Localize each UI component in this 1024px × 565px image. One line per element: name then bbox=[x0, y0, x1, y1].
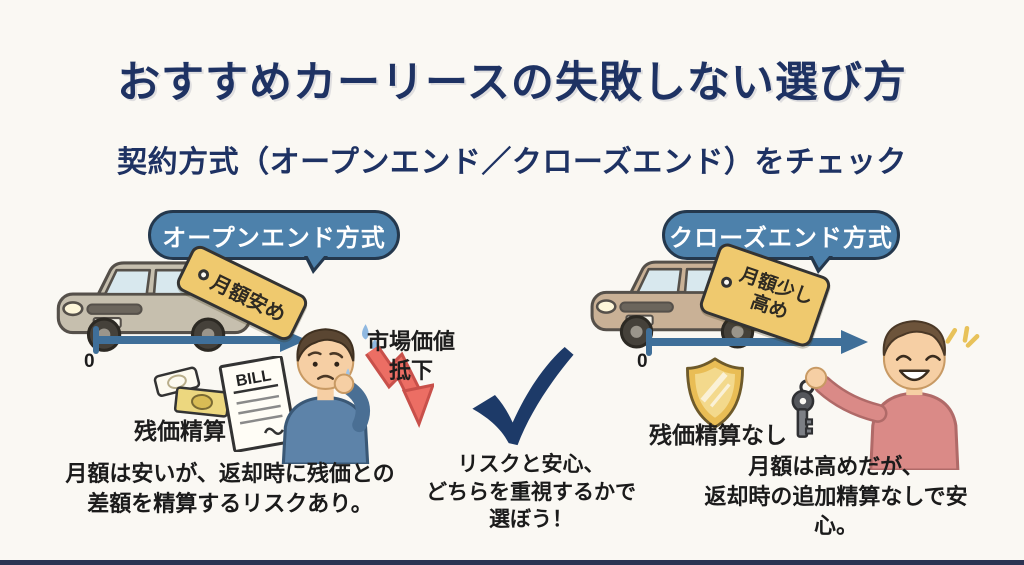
happy-person-illustration bbox=[791, 320, 980, 470]
open-end-caption: 月額は安いが、返却時に残価との 差額を精算するリスクあり。 bbox=[65, 461, 395, 516]
conclusion-caption: リスクと安心、 どちらを重視するかで 選ぼう！ bbox=[426, 453, 636, 532]
checkmark-icon bbox=[472, 346, 574, 446]
closed-end-bubble: クローズエンド方式 bbox=[662, 210, 900, 274]
no-settlement-label: 残価精算なし bbox=[649, 422, 787, 448]
page-title: おすすめカーリースの失敗しない選び方 bbox=[117, 59, 907, 107]
open-end-bubble: オープンエンド方式 bbox=[148, 210, 400, 274]
car-key-icon bbox=[791, 379, 815, 438]
bill-document-icon: BILL bbox=[218, 356, 298, 452]
bottom-accent-bar bbox=[0, 560, 1024, 565]
bubble-tail bbox=[306, 255, 325, 268]
worried-person-illustration bbox=[281, 324, 378, 464]
bill-text: BILL bbox=[235, 367, 273, 390]
money-icon bbox=[153, 366, 231, 418]
closed-end-bubble-label: クローズエンド方式 bbox=[669, 224, 893, 252]
bubble-tail bbox=[811, 255, 830, 268]
sparkle-icon bbox=[945, 325, 980, 348]
timeline-zero-right: 0 bbox=[637, 351, 648, 372]
page-subtitle: 契約方式（オープンエンド／クローズエンド）をチェック bbox=[117, 146, 907, 179]
decline-arrow-icon bbox=[365, 345, 434, 428]
tag-hole bbox=[196, 267, 212, 282]
price-tag-right-label: 月額少し 高め bbox=[736, 264, 816, 324]
sweat-drop-icon bbox=[362, 324, 369, 340]
closed-end-caption: 月額は高めだが、 返却時の追加精算なしで安心。 bbox=[704, 454, 968, 539]
shield-icon bbox=[686, 357, 744, 429]
residual-settlement-label: 残価精算 bbox=[134, 418, 226, 444]
tag-hole bbox=[719, 274, 734, 289]
timeline-zero-left: 0 bbox=[84, 351, 95, 372]
market-value-label: 市場価値 抵下 bbox=[366, 329, 455, 383]
